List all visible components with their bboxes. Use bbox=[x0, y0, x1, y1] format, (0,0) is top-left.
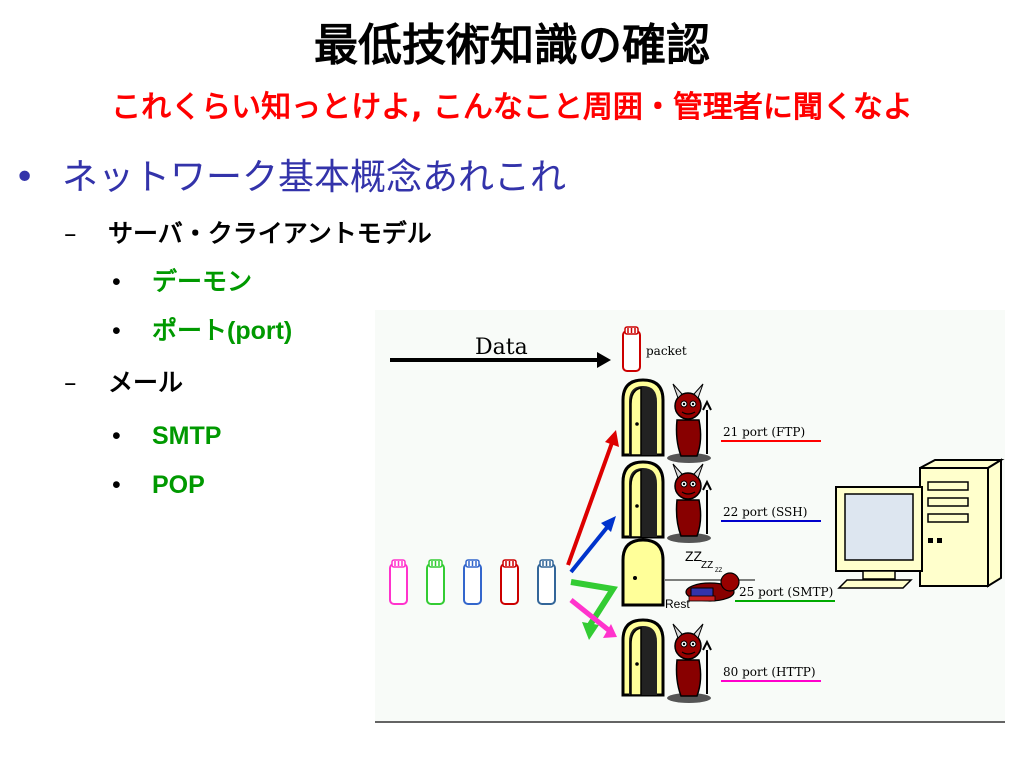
port-label-ftp: 21 port (FTP) bbox=[721, 425, 821, 442]
bullet-daemon: • デーモン bbox=[112, 264, 252, 300]
packet-icon bbox=[389, 559, 408, 605]
slide-title: 最低技術知識の確認 bbox=[314, 20, 710, 71]
packet-icon bbox=[537, 559, 556, 605]
bullet-text: POP bbox=[152, 471, 205, 499]
packet-icon bbox=[622, 326, 641, 372]
ftp-door-icon bbox=[621, 378, 665, 457]
sleeping-daemon-icon bbox=[665, 572, 755, 602]
bullet-icon: • bbox=[112, 422, 121, 450]
bullet-text: ネットワーク基本概念あれこれ bbox=[62, 157, 567, 198]
smtp-door-closed-icon bbox=[621, 538, 665, 607]
bullet-pop: • POP bbox=[112, 467, 205, 503]
dash-icon: – bbox=[64, 219, 77, 248]
port-label-text: 25 port (SMTP) bbox=[739, 585, 833, 599]
ssh-arrow bbox=[569, 516, 616, 574]
data-label: Data bbox=[475, 335, 528, 360]
bullet-text: サーバ・クライアントモデル bbox=[108, 219, 432, 248]
bullet-smtp: • SMTP bbox=[112, 418, 221, 454]
bullet-mail: – メール bbox=[64, 365, 183, 401]
bullet-server-client-model: – サーバ・クライアントモデル bbox=[64, 216, 432, 252]
port-label-http: 80 port (HTTP) bbox=[721, 665, 821, 682]
bullet-text: デーモン bbox=[152, 268, 253, 296]
port-label-text: 80 port (HTTP) bbox=[723, 665, 816, 679]
data-flow-arrow bbox=[390, 352, 611, 368]
http-arrow bbox=[569, 598, 617, 638]
http-door-icon bbox=[621, 618, 665, 697]
port-diagram: Data packet bbox=[375, 310, 1005, 723]
slide-subtitle: これくらい知っとけよ, こんなこと周囲・管理者に聞くなよ bbox=[111, 90, 913, 125]
bullet-network-concepts: • ネットワーク基本概念あれこれ bbox=[14, 150, 566, 206]
port-label-smtp: 25 port (SMTP) bbox=[735, 585, 835, 602]
bullet-text: ポート(port) bbox=[152, 317, 293, 345]
port-label-ssh: 22 port (SSH) bbox=[721, 505, 821, 522]
smtp-arrow-blocked bbox=[570, 579, 618, 640]
port-label-text: 22 port (SSH) bbox=[723, 505, 807, 519]
rest-label: Rest bbox=[665, 597, 690, 611]
bullet-port: • ポート(port) bbox=[112, 313, 292, 349]
bullet-icon: • bbox=[112, 268, 121, 296]
ssh-door-icon bbox=[621, 460, 665, 539]
bullet-icon: • bbox=[14, 157, 36, 198]
sleep-zz-medium: ZZ bbox=[701, 560, 713, 571]
bullet-text: SMTP bbox=[152, 422, 222, 450]
port-label-text: 21 port (FTP) bbox=[723, 425, 805, 439]
ftp-arrow bbox=[566, 430, 619, 566]
packet-icon bbox=[426, 559, 445, 605]
bullet-icon: • bbox=[112, 471, 121, 499]
packet-icon bbox=[463, 559, 482, 605]
bullet-icon: • bbox=[112, 317, 121, 345]
server-computer-icon bbox=[835, 458, 1005, 589]
packet-label: packet bbox=[646, 344, 687, 358]
sleep-zz-small: ZZ bbox=[715, 568, 723, 574]
bullet-text: メール bbox=[108, 368, 184, 397]
sleep-zz-large: ZZ bbox=[685, 548, 703, 564]
dash-icon: – bbox=[64, 368, 77, 397]
packet-icon bbox=[500, 559, 519, 605]
